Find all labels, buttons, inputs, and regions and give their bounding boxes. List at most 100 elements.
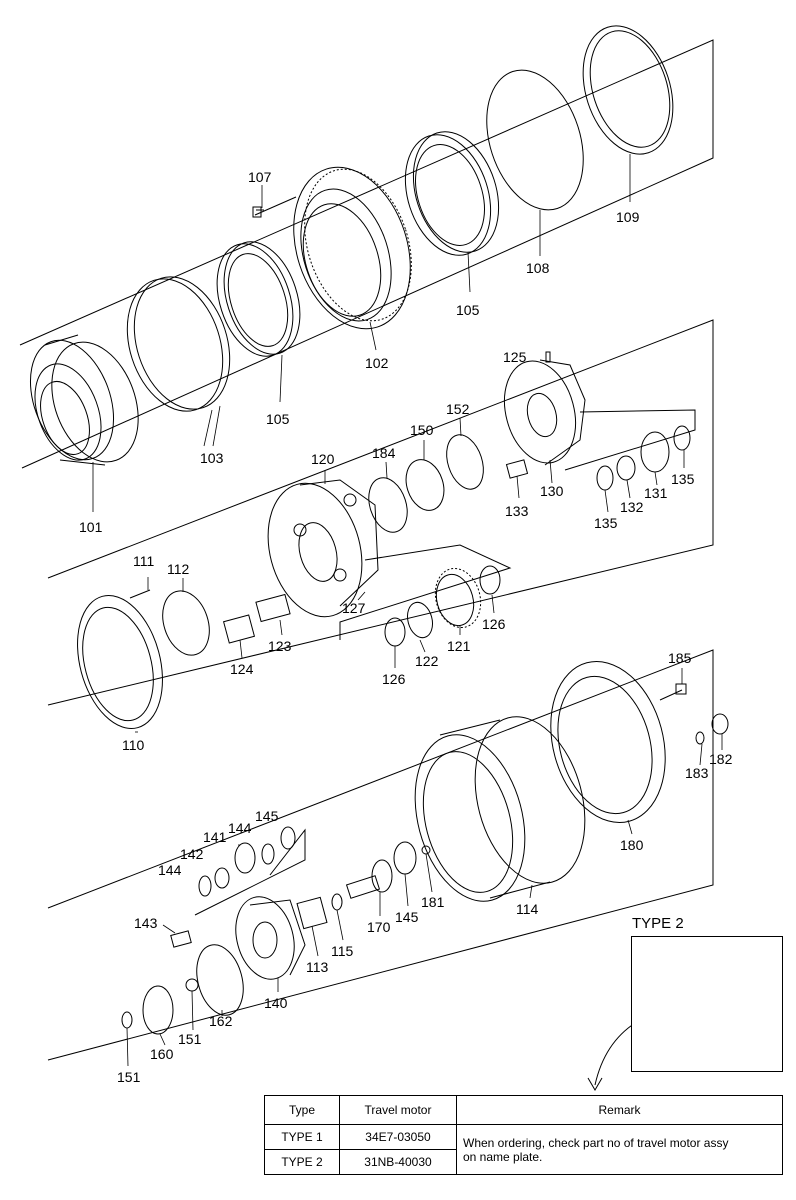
label-101: 101 bbox=[79, 519, 103, 535]
part-109-ring bbox=[582, 25, 674, 155]
label-123: 123 bbox=[268, 638, 292, 654]
remark-line-2: on name plate. bbox=[463, 1149, 543, 1164]
label-170: 170 bbox=[367, 919, 391, 935]
part-121-gear bbox=[434, 567, 482, 629]
label-145-right: 145 bbox=[395, 909, 419, 925]
header-travel-motor: Travel motor bbox=[339, 1095, 457, 1125]
part-144-washer-left bbox=[198, 875, 212, 897]
part-124-123-pins bbox=[222, 593, 291, 644]
part-140-carrier bbox=[235, 896, 306, 980]
label-122: 122 bbox=[415, 653, 439, 669]
label-160: 160 bbox=[150, 1046, 174, 1062]
leader-lines bbox=[92, 154, 723, 1067]
part-143-pin bbox=[170, 930, 192, 948]
part-126-thrust-washer-upper bbox=[479, 565, 501, 595]
label-181: 181 bbox=[421, 894, 445, 910]
label-121: 121 bbox=[447, 638, 471, 654]
table-row: TYPE 2 31NB-40030 bbox=[264, 1149, 783, 1175]
part-125-pin bbox=[545, 351, 551, 363]
label-113: 113 bbox=[306, 959, 329, 975]
row2-type: TYPE 2 bbox=[264, 1149, 340, 1175]
label-103: 103 bbox=[200, 450, 224, 466]
part-183-ring bbox=[695, 731, 705, 745]
label-144-right: 144 bbox=[228, 820, 252, 836]
label-125: 125 bbox=[503, 349, 527, 365]
label-142: 142 bbox=[180, 846, 204, 862]
travel-motor-table: Type Travel motor Remark TYPE 1 34E7-030… bbox=[264, 1095, 783, 1175]
part-114-drum bbox=[414, 716, 586, 902]
type2-title: TYPE 2 bbox=[632, 915, 684, 932]
row1-type: TYPE 1 bbox=[264, 1124, 340, 1150]
table-header-row: Type Travel motor Remark bbox=[264, 1095, 783, 1125]
part-152-ring bbox=[446, 434, 484, 490]
part-185-bolt bbox=[675, 683, 687, 695]
label-131: 131 bbox=[644, 485, 668, 501]
remark-cell: When ordering, check part no of travel m… bbox=[456, 1124, 783, 1175]
label-183: 183 bbox=[685, 765, 709, 781]
label-102: 102 bbox=[365, 355, 389, 371]
part-132-bearing bbox=[616, 455, 636, 481]
part-110-cover-plate bbox=[77, 595, 163, 729]
label-140: 140 bbox=[264, 995, 288, 1011]
label-130: 130 bbox=[540, 483, 564, 499]
label-135-upper: 135 bbox=[671, 471, 695, 487]
label-151-upper: 151 bbox=[178, 1031, 202, 1047]
part-151-ring-upper bbox=[185, 978, 199, 992]
part-162-ring bbox=[196, 944, 244, 1016]
type2-frame bbox=[631, 936, 783, 1072]
part-144-washer-right bbox=[261, 843, 275, 865]
label-133: 133 bbox=[505, 503, 529, 519]
label-144-left: 144 bbox=[158, 862, 182, 878]
header-remark: Remark bbox=[456, 1095, 783, 1125]
part-151-ring-lower bbox=[121, 1011, 133, 1029]
part-182-plug bbox=[711, 713, 729, 735]
panel-outlines bbox=[19, 39, 714, 1061]
part-105-bearing-upper bbox=[404, 131, 500, 256]
part-141-gear bbox=[234, 842, 256, 874]
label-182: 182 bbox=[709, 751, 733, 767]
part-126-thrust-washer-lower bbox=[384, 617, 406, 647]
label-127: 127 bbox=[342, 600, 366, 616]
part-113-bearing bbox=[296, 896, 328, 930]
part-150-gear bbox=[405, 459, 445, 511]
part-184-ring bbox=[368, 477, 408, 533]
part-103-seal-rings bbox=[126, 276, 231, 412]
label-109: 109 bbox=[616, 209, 640, 225]
label-180: 180 bbox=[620, 837, 644, 853]
part-122-bearing bbox=[407, 601, 433, 639]
label-135-lower: 135 bbox=[594, 515, 618, 531]
label-115: 115 bbox=[331, 943, 354, 959]
label-111: 111 bbox=[133, 553, 154, 569]
label-120: 120 bbox=[311, 451, 335, 467]
label-150: 150 bbox=[410, 422, 434, 438]
label-107: 107 bbox=[248, 169, 272, 185]
label-141: 141 bbox=[203, 829, 227, 845]
part-130-carrier bbox=[504, 359, 586, 466]
label-143: 143 bbox=[134, 915, 158, 931]
row1-motor: 34E7-03050 bbox=[339, 1124, 457, 1150]
part-170-shaft bbox=[345, 859, 393, 899]
label-105-lower: 105 bbox=[266, 411, 290, 427]
part-145-ring-right bbox=[393, 841, 417, 875]
row2-motor: 31NB-40030 bbox=[339, 1149, 457, 1175]
part-120-carrier bbox=[267, 479, 379, 618]
part-142-bearing bbox=[214, 867, 230, 889]
label-126-upper: 126 bbox=[482, 616, 506, 632]
label-112: 112 bbox=[167, 561, 190, 577]
label-126-lower: 126 bbox=[382, 671, 406, 687]
label-152: 152 bbox=[446, 401, 470, 417]
callout-labels: 101 102 103 105 105 107 108 109 110 111 … bbox=[79, 169, 733, 1085]
part-133-pin bbox=[505, 459, 529, 479]
label-185: 185 bbox=[668, 650, 692, 666]
header-type: Type bbox=[264, 1095, 340, 1125]
part-135-washer-lower bbox=[596, 465, 614, 491]
part-135-washer-upper bbox=[673, 425, 691, 451]
part-112-o-ring bbox=[162, 590, 210, 656]
label-114: 114 bbox=[516, 901, 539, 917]
part-160-gear bbox=[142, 985, 174, 1035]
part-145-ring-left bbox=[280, 826, 296, 850]
part-131-gear bbox=[640, 431, 670, 473]
label-145-left: 145 bbox=[255, 808, 279, 824]
table-row: TYPE 1 34E7-03050 When ordering, check p… bbox=[264, 1124, 783, 1175]
label-132: 132 bbox=[620, 499, 644, 515]
